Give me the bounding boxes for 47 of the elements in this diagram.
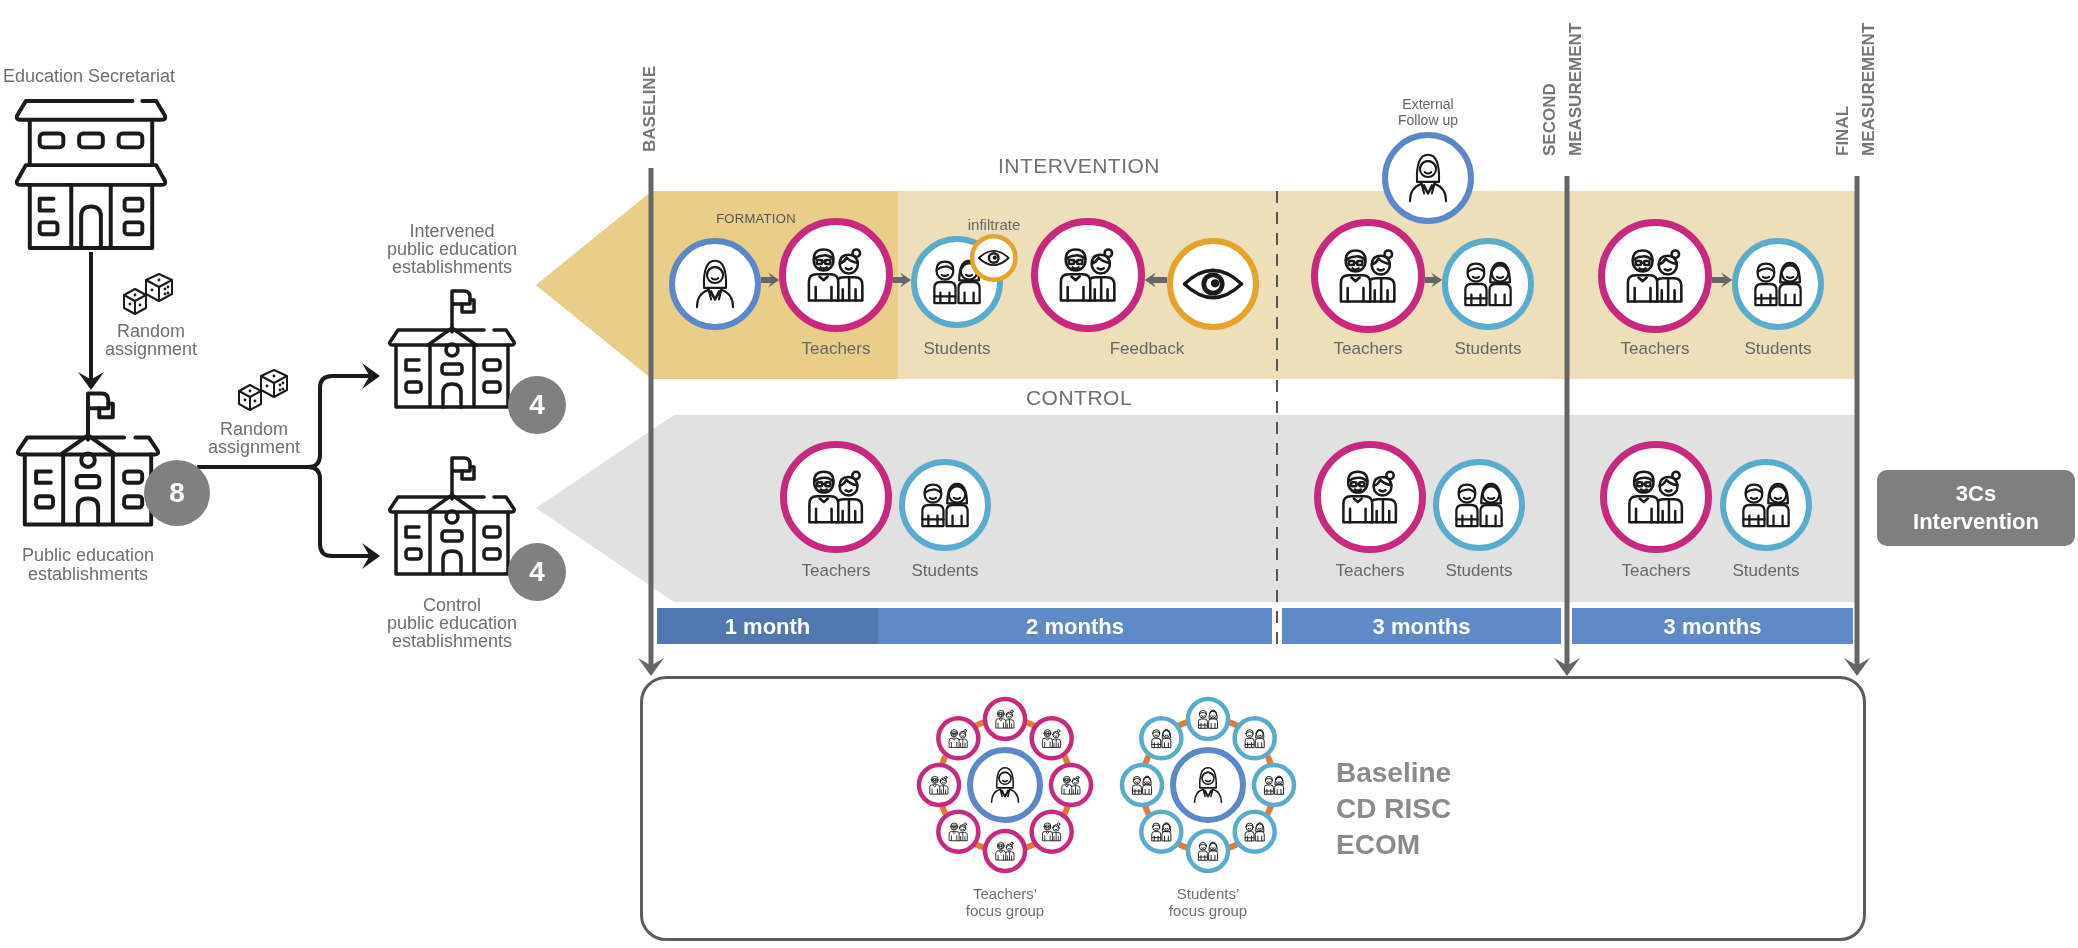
caption-text: Feedback [1109,338,1185,360]
arrow [892,272,912,288]
node-label: Students [1454,338,1522,360]
node-label: Students [911,560,979,582]
node-label: Students [1744,338,1812,360]
arrow [197,465,380,569]
node-label: Teachers’ focus group [964,885,1046,919]
rounded-panel [640,676,1866,941]
timeline-bar: 2 months [878,608,1272,644]
node-label: Teachers [1333,338,1403,360]
section-heading: INTERVENTION [998,153,1160,179]
node-label: Students [1732,560,1800,582]
milestone-label: SECOND MEASUREMENT [1539,21,1586,156]
node-label: Teachers [801,560,871,582]
node-label: Students’ focus group [1167,885,1249,919]
node-label: Teachers [1620,338,1690,360]
count-badge: 4 [508,543,566,601]
section-heading: FORMATION [716,211,796,227]
timeline-bar: 3 months [1282,608,1561,644]
measure-label: CD RISC [1336,792,1452,826]
section-heading: CONTROL [1025,385,1133,411]
node-label: Teachers [801,338,871,360]
node-label: Education Secretariat [3,66,176,86]
count-badge: 4 [508,376,566,434]
node-label: Intervened public education establishments [385,222,519,276]
node-label: Students [923,338,991,360]
arrow [1711,272,1733,288]
node-label: External Follow up [1397,96,1459,128]
milestone-label: FINAL MEASUREMENT [1832,21,1879,156]
arrow [78,252,104,390]
arrow [1424,272,1443,288]
milestone-label: BASELINE [640,66,660,152]
node-label: Students [1445,560,1513,582]
measure-label: Baseline [1336,756,1452,790]
arrow [1554,176,1580,676]
node-label: Public education establishments [20,546,156,584]
arrow [1844,176,1870,676]
arrow [760,272,780,288]
callout-box: 3Cs Intervention [1877,470,2075,546]
node-label: Teachers [1621,560,1691,582]
node-label: infiltrate [967,216,1021,234]
timeline-bar: 3 months [1572,608,1853,644]
count-badge: 8 [144,460,210,526]
arrow [1144,272,1168,288]
node-label: Teachers [1335,560,1405,582]
timeline-bar: 1 month [657,608,878,644]
measure-label: ECOM [1336,828,1421,862]
